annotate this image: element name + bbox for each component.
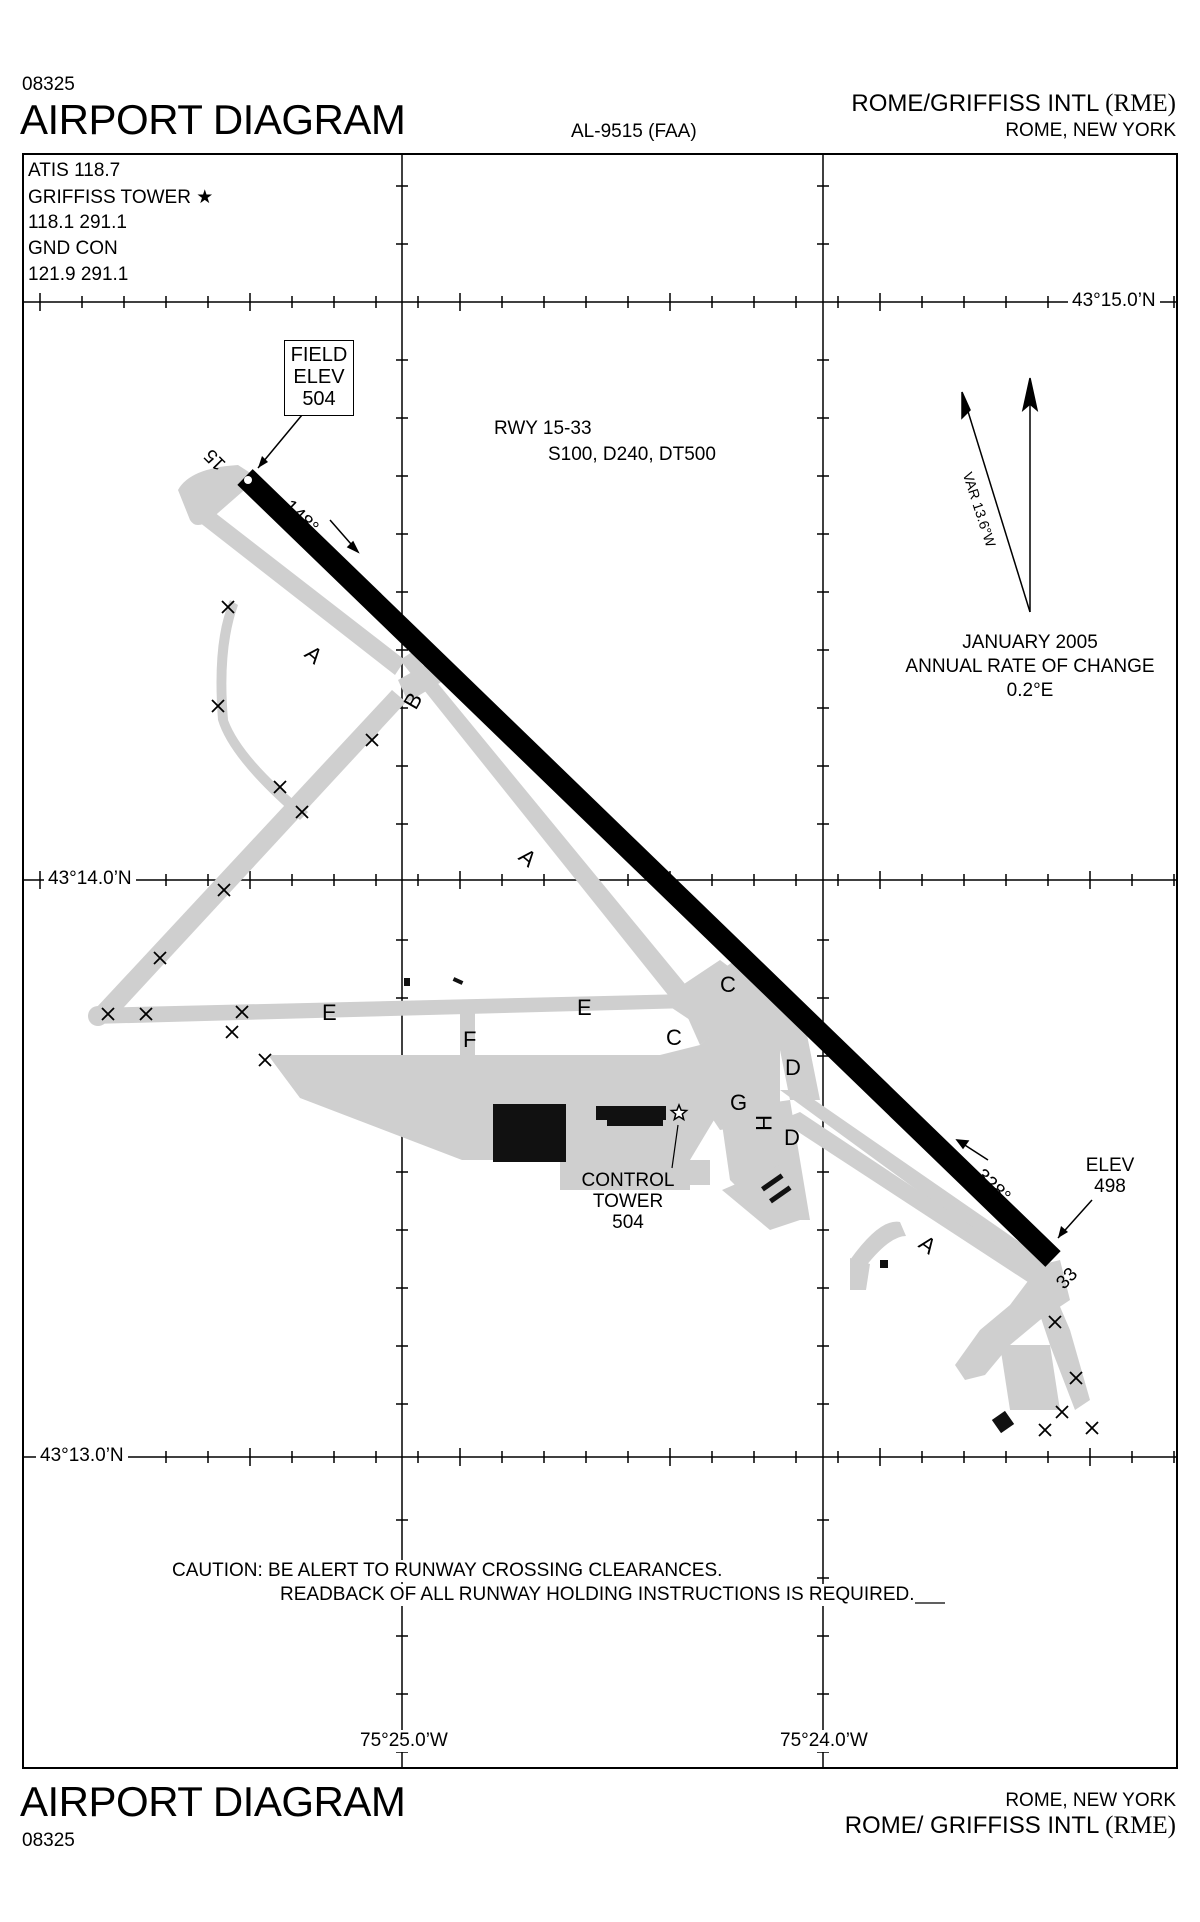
- hold-short-mark: [225, 1025, 239, 1039]
- footer-airport-name-block: ROME/ GRIFFISS INTL (RME): [845, 1812, 1176, 1840]
- control-tower-label-1: CONTROL: [581, 1170, 675, 1191]
- tower-name: GRIFFISS TOWER: [28, 187, 191, 208]
- hold-short-mark: [1038, 1423, 1052, 1437]
- elev-33-value: 498: [1094, 1176, 1126, 1197]
- runway-strength: S100, D240, DT500: [548, 444, 716, 465]
- field-elev-line1: FIELD: [290, 344, 348, 366]
- variation-rate: 0.2°E: [1006, 680, 1054, 701]
- field-elev-value: 504: [302, 388, 336, 410]
- runway-label: RWY 15-33: [494, 418, 592, 439]
- star-icon: ★: [196, 187, 214, 208]
- field-elev-line2: ELEV: [293, 366, 345, 388]
- ground-frequency: 121.9 291.1: [28, 264, 129, 285]
- variation-rate-label: ANNUAL RATE OF CHANGE: [905, 656, 1155, 677]
- page-title: AIRPORT DIAGRAM: [20, 96, 406, 143]
- footer-airport-id: (RME): [1105, 1812, 1176, 1839]
- footer-title: AIRPORT DIAGRAM: [20, 1778, 406, 1825]
- airport-city: ROME, NEW YORK: [1005, 120, 1176, 141]
- taxiway-e-label-2: E: [577, 995, 592, 1020]
- taxiway-f-label: F: [463, 1027, 477, 1052]
- procedure-id: AL-9515 (FAA): [571, 121, 697, 142]
- airport-id: (RME): [1105, 90, 1176, 117]
- hold-short-mark: [1048, 1315, 1062, 1329]
- diagram-frame: [22, 153, 1178, 1769]
- tower-label: GRIFFISS TOWER ★: [28, 186, 213, 209]
- atis-frequency: ATIS 118.7: [28, 160, 121, 181]
- caution-line-2: READBACK OF ALL RUNWAY HOLDING INSTRUCTI…: [280, 1584, 915, 1606]
- hold-short-mark: [153, 951, 167, 965]
- tower-frequency: 118.1 291.1: [28, 212, 127, 233]
- hold-short-mark: [258, 1053, 272, 1067]
- control-tower-elevation: 504: [612, 1212, 644, 1233]
- taxiway-e-label: E: [322, 1000, 337, 1025]
- taxiway-system: [88, 465, 1090, 1410]
- elev-33-label: ELEV: [1085, 1155, 1135, 1176]
- caution-line-1: CAUTION: BE ALERT TO RUNWAY CROSSING CLE…: [172, 1560, 727, 1582]
- hold-short-mark: [1055, 1405, 1069, 1419]
- latitude-bottom: 43°13.0’N: [36, 1445, 128, 1467]
- ground-label: GND CON: [28, 238, 118, 259]
- variation-date: JANUARY 2005: [962, 632, 1098, 653]
- control-tower-star-icon: [669, 1102, 689, 1122]
- longitude-right: 75°24.0’W: [776, 1730, 872, 1752]
- taxiway-d-label: D: [785, 1055, 801, 1080]
- hold-short-mark: [365, 733, 379, 747]
- runway-15-33: [237, 469, 1061, 1267]
- airport-name-header: ROME/GRIFFISS INTL (RME): [851, 90, 1176, 118]
- hangar-building: [493, 1104, 566, 1162]
- chart-number: 08325: [22, 74, 75, 95]
- longitude-left: 75°25.0’W: [356, 1730, 452, 1752]
- hold-short-mark: [235, 1005, 249, 1019]
- taxiway-h-label: H: [750, 1115, 776, 1131]
- taxiway-d-label-2: D: [784, 1125, 800, 1150]
- hold-short-mark: [273, 780, 287, 794]
- hold-short-mark: [211, 699, 225, 713]
- airport-name: ROME/GRIFFISS INTL: [851, 90, 1099, 117]
- footer-city: ROME, NEW YORK: [1005, 1790, 1176, 1811]
- hold-short-mark: [295, 805, 309, 819]
- taxiway-c-label: C: [720, 972, 736, 997]
- footer-airport-name: ROME/ GRIFFISS INTL: [844, 1812, 1099, 1839]
- hold-short-mark: [101, 1007, 115, 1021]
- hold-short-mark: [217, 883, 231, 897]
- taxiway-g-label: G: [730, 1090, 748, 1115]
- hold-short-mark: [1069, 1371, 1083, 1385]
- latitude-mid: 43°14.0’N: [44, 868, 136, 890]
- hold-short-mark: [139, 1007, 153, 1021]
- latitude-top: 43°15.0’N: [1068, 290, 1160, 312]
- hold-short-mark: [221, 600, 235, 614]
- hold-short-mark: [1085, 1421, 1099, 1435]
- footer-chart-number: 08325: [22, 1830, 75, 1851]
- control-tower-label-2: TOWER: [592, 1191, 664, 1212]
- taxiway-c-label-2: C: [666, 1025, 682, 1050]
- field-elevation-box: FIELD ELEV 504: [284, 340, 354, 416]
